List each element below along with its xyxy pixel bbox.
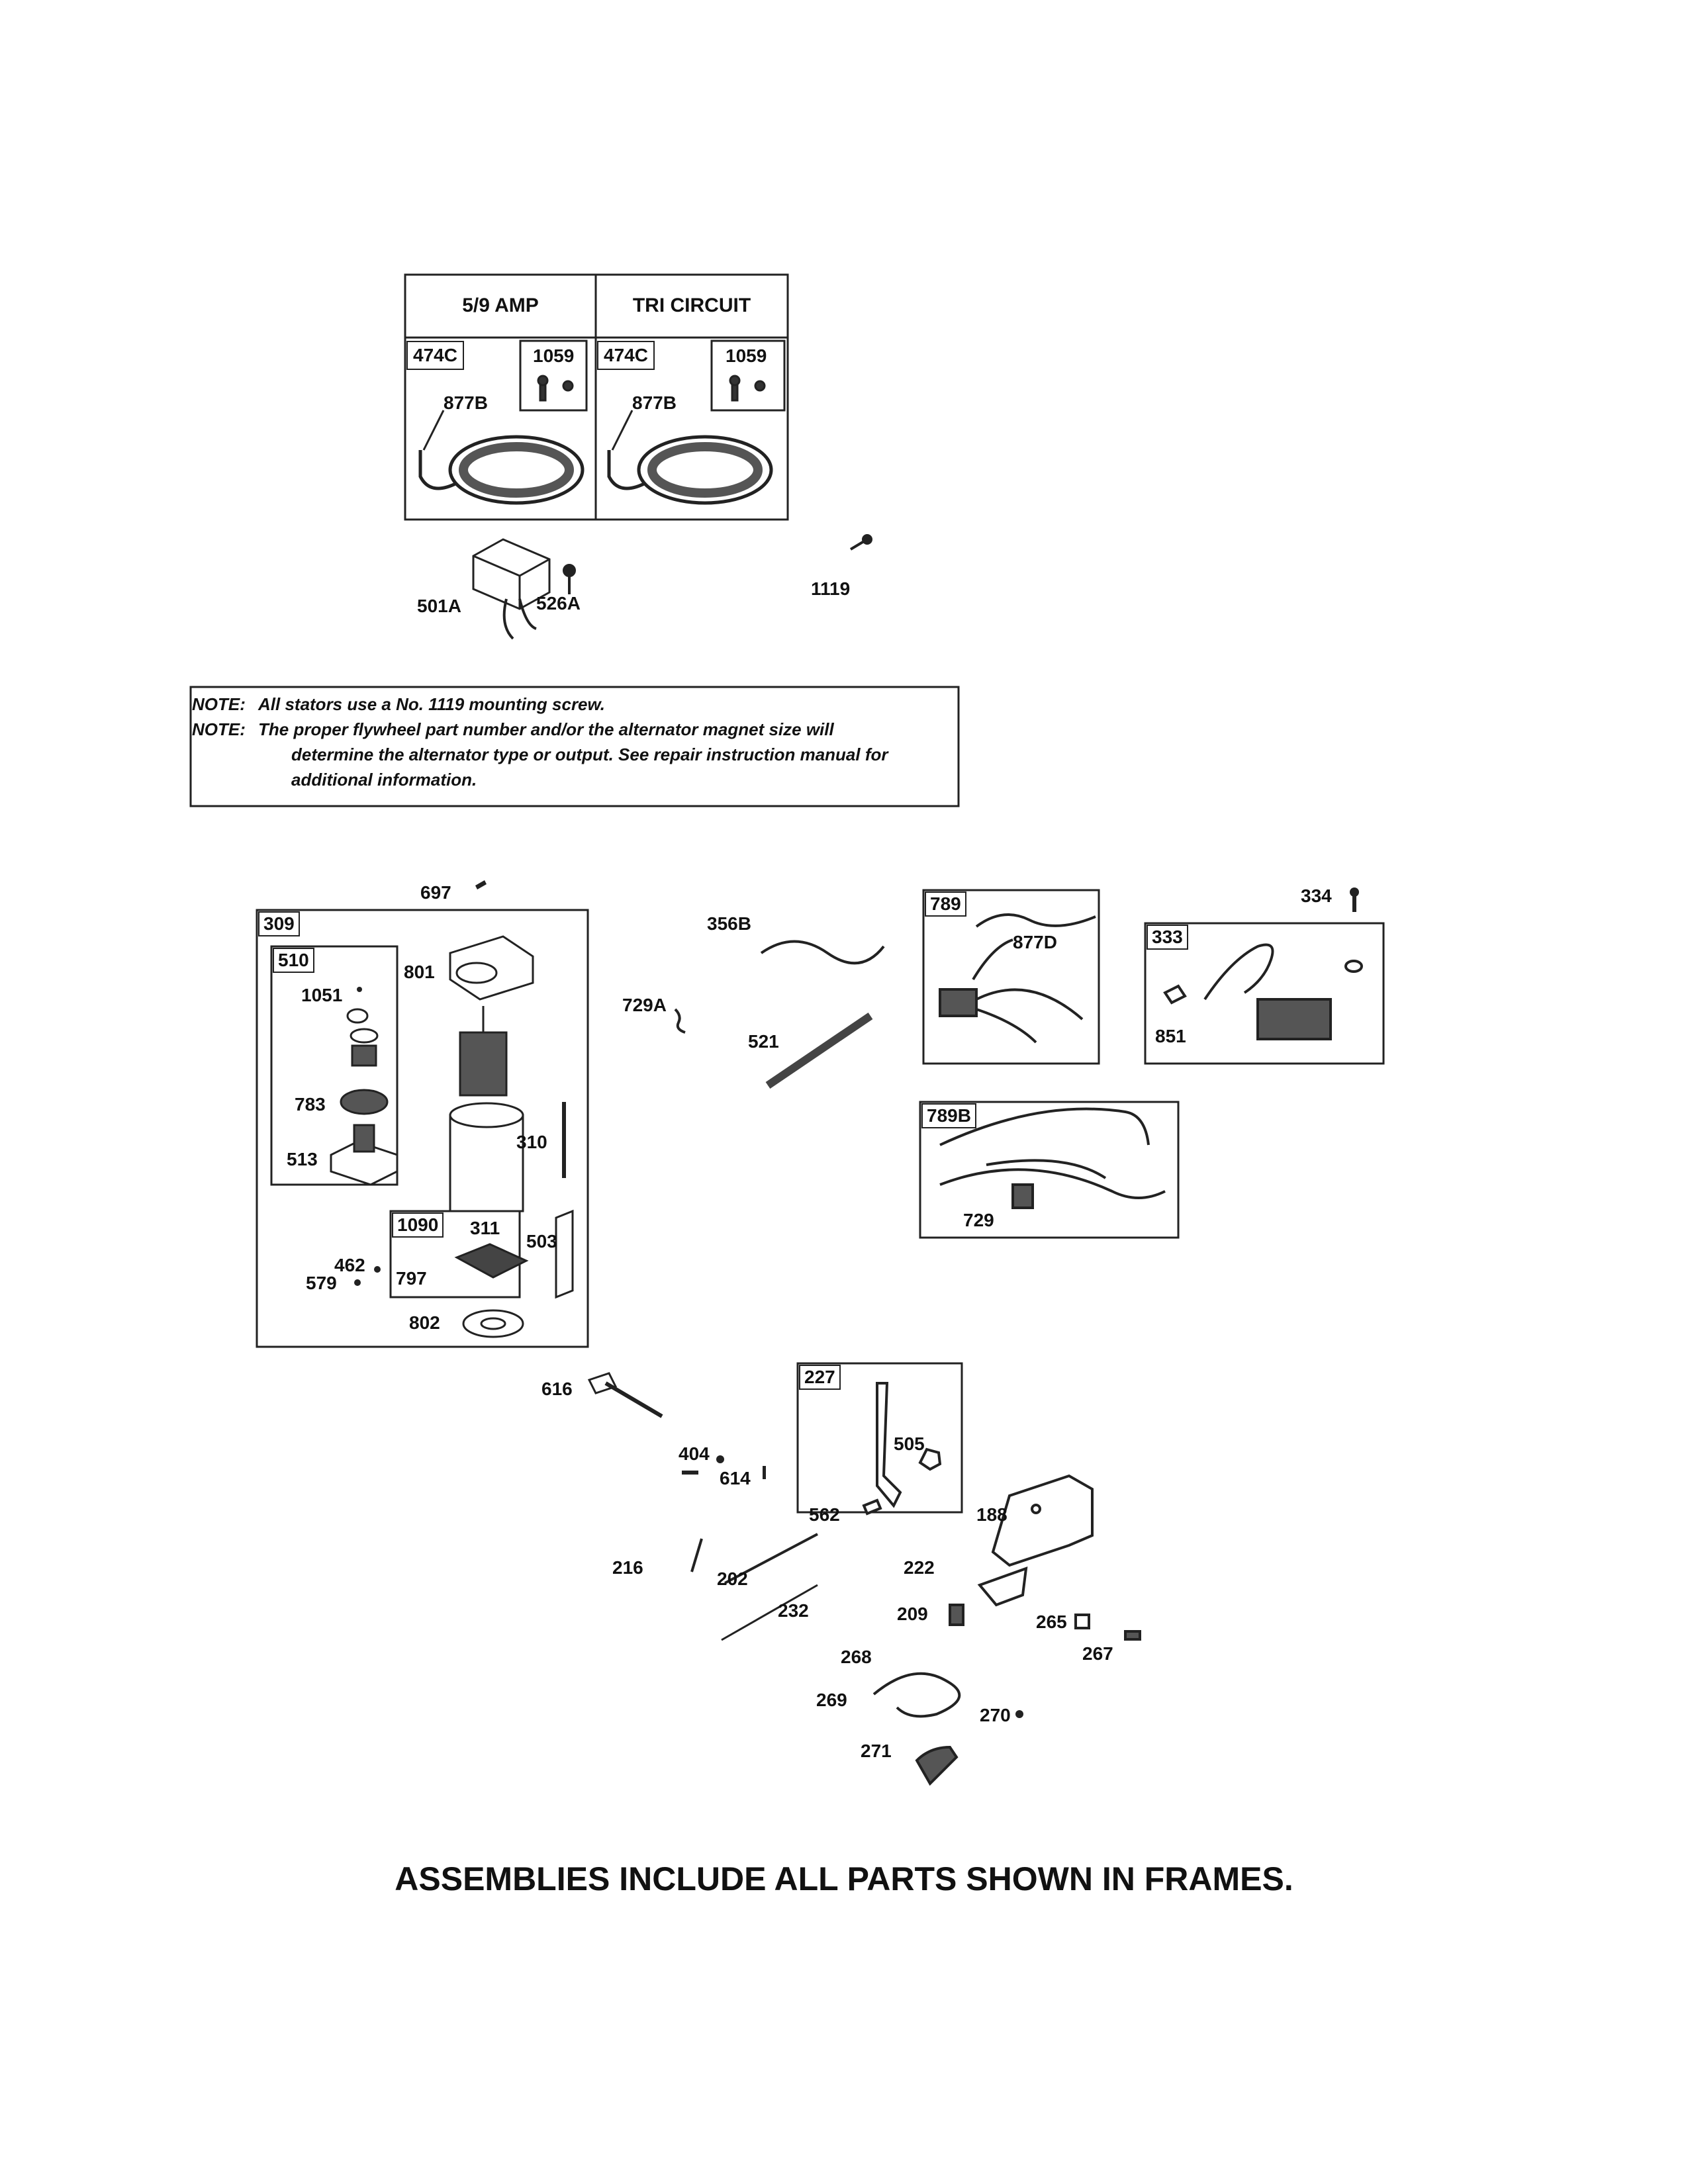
callout-851: 851 [1155, 1026, 1186, 1046]
stator-icon [418, 435, 773, 505]
callout-503: 503 [526, 1231, 557, 1251]
note-text: NOTE: All stators use a No. 1119 mounting… [192, 692, 953, 792]
callout-729A: 729A [622, 995, 667, 1015]
note-line-3: determine the alternator type or output.… [291, 745, 888, 764]
callout-526A: 526A [536, 593, 581, 614]
frame-309 [256, 909, 589, 1348]
callout-270: 270 [980, 1705, 1011, 1725]
note-kw-1: NOTE: [192, 694, 246, 714]
callout-801: 801 [404, 962, 435, 982]
callout-209: 209 [897, 1604, 928, 1624]
frame-label-1090: 1090 [392, 1212, 444, 1238]
stator-col1-header: 5/9 AMP [462, 295, 539, 316]
regulator-icon [472, 538, 551, 640]
callout-614: 614 [720, 1468, 751, 1488]
callout-268: 268 [841, 1647, 872, 1667]
callout-1119: 1119 [811, 578, 851, 599]
callout-797: 797 [396, 1268, 427, 1289]
callout-265: 265 [1036, 1612, 1067, 1632]
frame-789B [919, 1101, 1180, 1239]
frame-label-789B: 789B [921, 1103, 976, 1128]
callout-562: 562 [809, 1504, 840, 1525]
note-line-4: additional information. [291, 770, 477, 790]
callout-501A: 501A [417, 596, 461, 616]
callout-802: 802 [409, 1312, 440, 1333]
note-box [189, 686, 960, 807]
callout-216: 216 [612, 1557, 643, 1578]
stator-col2-part: 474C [597, 341, 655, 370]
callout-616: 616 [541, 1379, 573, 1399]
callout-310: 310 [516, 1132, 547, 1152]
stator-col2-screw: 1059 [720, 343, 773, 369]
callout-462: 462 [334, 1255, 365, 1275]
frame-label-510: 510 [273, 948, 314, 973]
frame-label-789: 789 [925, 891, 966, 917]
callout-697: 697 [420, 882, 451, 903]
stator-col1-lead: 877B [444, 392, 488, 413]
callout-269: 269 [816, 1690, 847, 1710]
callout-311: 311 [470, 1218, 500, 1238]
callout-356B: 356B [707, 913, 751, 934]
frame-label-333: 333 [1147, 925, 1188, 950]
callout-513: 513 [287, 1149, 318, 1169]
stator-col1-screw: 1059 [528, 343, 580, 369]
callout-334: 334 [1301, 886, 1332, 906]
frame-333 [1144, 922, 1385, 1065]
note-kw-2: NOTE: [192, 719, 246, 739]
callout-232: 232 [778, 1600, 809, 1621]
callout-521: 521 [748, 1031, 779, 1052]
callout-188: 188 [976, 1504, 1008, 1525]
callout-579: 579 [306, 1273, 337, 1293]
frame-label-227: 227 [799, 1365, 841, 1390]
note-line-1: All stators use a No. 1119 mounting scre… [258, 694, 605, 714]
stator-col1-part: 474C [406, 341, 464, 370]
stator-col2-header: TRI CIRCUIT [632, 295, 751, 316]
stator-col2-lead: 877B [632, 392, 677, 413]
frame-510 [270, 945, 399, 1186]
callout-202: 202 [717, 1569, 748, 1589]
callout-271: 271 [861, 1741, 892, 1761]
frame-label-309: 309 [258, 911, 300, 936]
callout-729: 729 [963, 1210, 994, 1230]
frame-227 [796, 1362, 963, 1514]
note-line-2: The proper flywheel part number and/or t… [258, 719, 834, 739]
callout-877D: 877D [1013, 932, 1057, 952]
callout-222: 222 [904, 1557, 935, 1578]
callout-505: 505 [894, 1433, 925, 1454]
assemblies-footer: ASSEMBLIES INCLUDE ALL PARTS SHOWN IN FR… [395, 1860, 1293, 1897]
frame-789 [922, 889, 1100, 1065]
callout-404: 404 [679, 1443, 710, 1464]
callout-267: 267 [1082, 1643, 1113, 1664]
callout-1051: 1051 [301, 985, 343, 1005]
callout-783: 783 [295, 1094, 326, 1115]
